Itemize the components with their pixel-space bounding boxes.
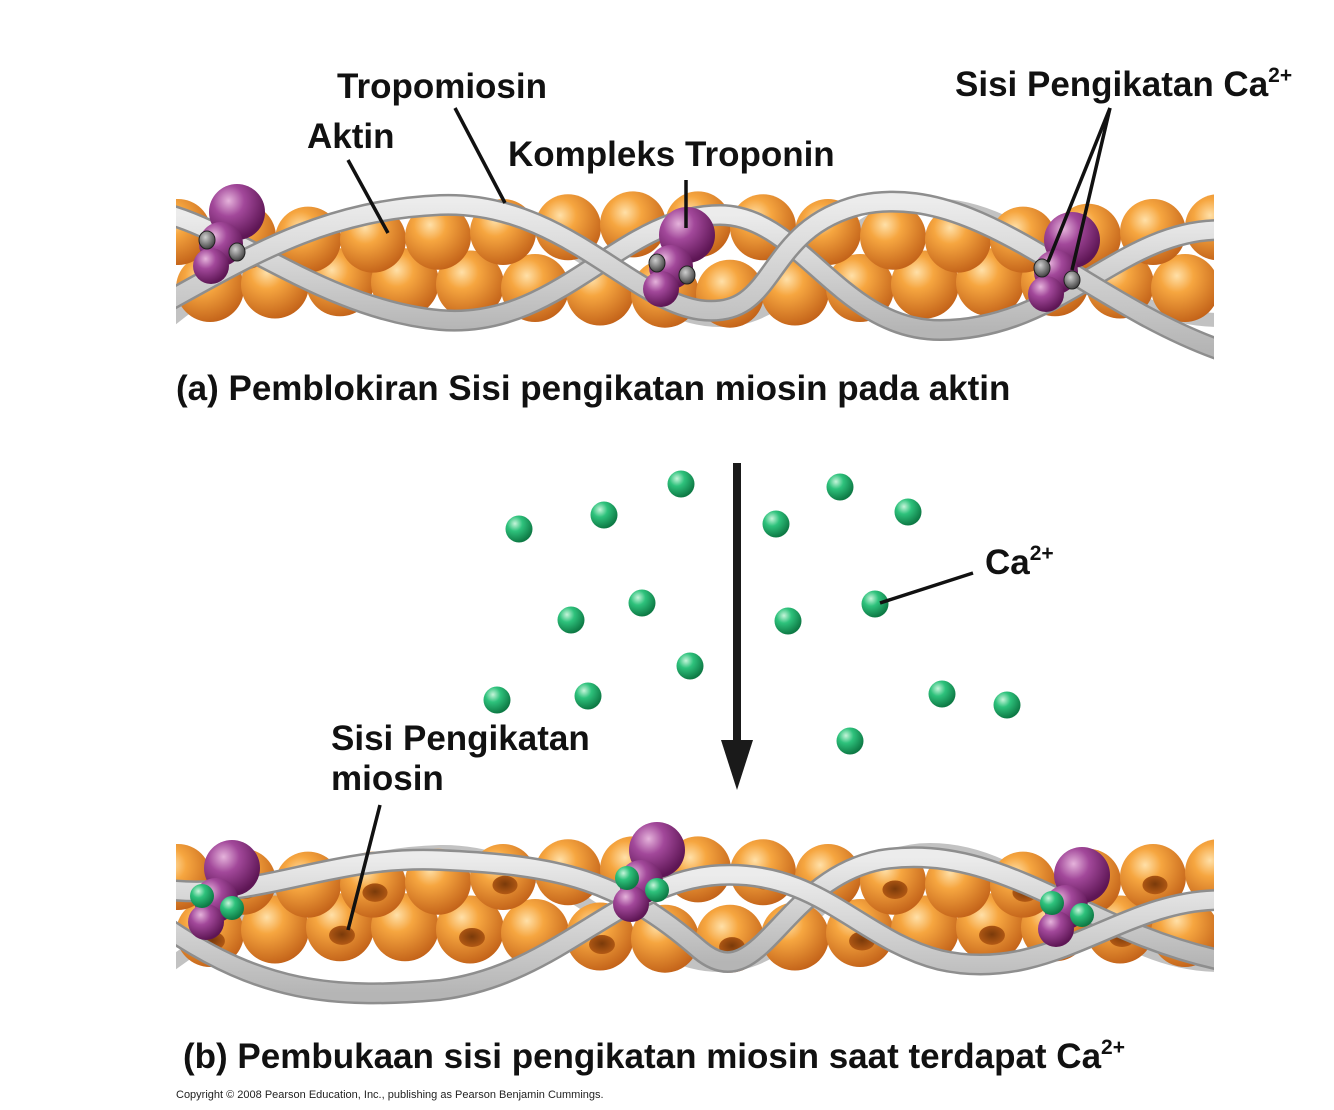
caption-b: (b) Pembukaan sisi pengikatan miosin saa… [183,1036,1125,1076]
ca-binding-site [198,230,216,250]
label-ca-binding-sites-sup: 2+ [1268,64,1292,87]
leader-myosin-site [346,804,382,931]
leader-ca-site-1 [1046,107,1112,263]
label-myosin-binding-sites-line2: miosin [331,759,444,798]
filament-a [176,184,1284,360]
actin-subunit [860,203,926,270]
label-myosin-binding-sites-line1: Sisi Pengikatan [331,719,590,758]
myosin-binding-site [979,925,1005,945]
calcium-ion-bound [645,878,669,902]
calcium-ion [762,510,790,538]
calcium-ion [774,607,802,635]
calcium-ion-bound [1070,903,1094,927]
free-calcium-ions [483,470,1021,755]
caption-b-sup: 2+ [1101,1036,1125,1059]
label-actin: Aktin [307,117,395,156]
actin-subunit [1216,258,1284,326]
calcium-ion-bound [615,866,639,890]
ca-binding-site [1033,258,1051,278]
calcium-ion [861,590,889,618]
calcium-ion [574,682,602,710]
calcium-ion [628,589,656,617]
calcium-ion-bound [1040,891,1064,915]
myosin-binding-site [589,935,615,955]
label-ca-ion-base: Ca [985,543,1030,582]
label-ca-binding-sites-base: Sisi Pengikatan Ca [955,65,1269,104]
ca-binding-site [678,265,696,285]
troponin-complex [643,207,715,307]
calcium-ion [483,686,511,714]
label-tropomyosin: Tropomiosin [337,67,547,106]
actin-subunit [1216,903,1284,971]
calcium-ion [557,606,585,634]
actin-subunit [436,895,504,964]
ca-binding-site [228,242,246,262]
actin-subunit [1185,839,1214,906]
label-troponin-complex: Kompleks Troponin [508,135,835,174]
troponin-complex [188,840,260,940]
label-ca-ion-sup: 2+ [1030,542,1054,565]
caption-b-base: (b) Pembukaan sisi pengikatan miosin saa… [183,1037,1102,1076]
troponin-complex [193,184,265,284]
leader-actin [346,159,390,234]
leader-ca-site-2 [1070,107,1112,271]
calcium-ion [667,470,695,498]
myosin-binding-site [329,925,355,945]
troponin-complexes-b [188,822,1110,947]
calcium-ion [826,473,854,501]
myosin-binding-site [882,880,908,899]
calcium-ion [894,498,922,526]
leader-lines [346,107,1112,931]
caption-a: (a) Pemblokiran Sisi pengikatan miosin p… [176,369,1010,408]
troponin-complex [1028,212,1100,312]
actin-subunit [1151,254,1214,322]
calcium-ion [590,501,618,529]
calcium-ion-bound [190,884,214,908]
troponin-complex [1038,847,1110,947]
calcium-ion [676,652,704,680]
myosin-binding-site [1142,875,1168,895]
calcium-ion [993,691,1021,719]
filament-b [176,822,1284,1005]
actin-subunit [1120,844,1186,910]
down-arrow-icon [721,463,753,790]
actin-subunit [436,250,504,319]
leader-ca-ion [879,571,974,605]
myosin-binding-site [362,883,388,902]
ca-binding-site [648,253,666,273]
leader-tropomyosin [453,107,507,204]
label-ca-ion: Ca2+ [985,542,1054,582]
calcium-ion [928,680,956,708]
myosin-binding-site [1239,935,1265,954]
troponin-complex [613,822,685,922]
troponin-complexes-a [193,184,1100,312]
calcium-ion-bound [220,896,244,920]
calcium-ion [505,515,533,543]
myosin-binding-site [459,927,485,947]
ca-binding-site [1063,270,1081,290]
actin-subunit [405,203,471,270]
label-ca-binding-sites: Sisi Pengikatan Ca2+ [955,64,1292,104]
copyright-notice: Copyright © 2008 Pearson Education, Inc.… [176,1089,604,1101]
myosin-binding-site [492,875,518,895]
calcium-ion [836,727,864,755]
